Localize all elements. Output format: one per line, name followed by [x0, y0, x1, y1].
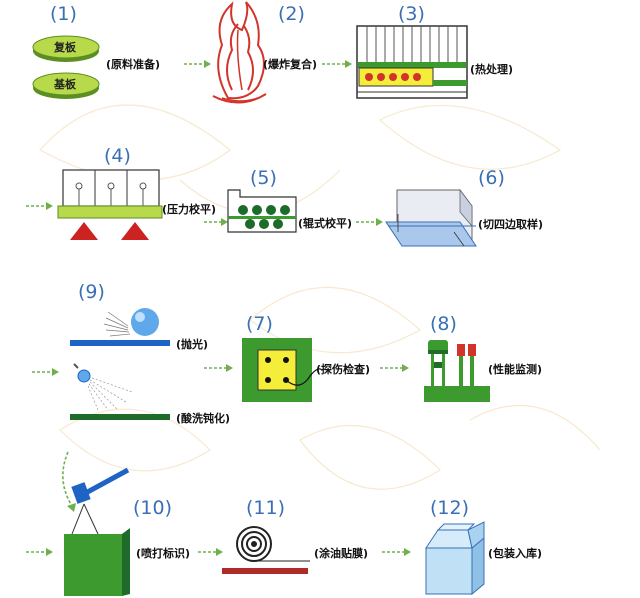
step-3-heat-treatment: (3) (热处理)	[356, 3, 513, 99]
step-12-label: (包装入库)	[488, 546, 542, 560]
step-11-label: (涂油贴膜)	[314, 546, 368, 560]
step-9-number: (9)	[78, 281, 105, 303]
step-6-number: (6)	[478, 167, 505, 189]
step-7-number: (7)	[246, 313, 273, 335]
step-5-label: (辊式校平)	[298, 216, 352, 230]
step-12-number: (12)	[430, 497, 469, 519]
clad-plate-label: 复板	[53, 40, 77, 54]
arrow-9-7	[204, 364, 233, 372]
step-1-number: (1)	[50, 3, 77, 25]
step-3-number: (3)	[398, 3, 425, 25]
step-10-marking: (10) (喷打标识)	[64, 467, 190, 596]
arrow-1-2	[184, 60, 211, 68]
arrow-into-4	[26, 202, 53, 210]
background-watermark	[39, 104, 601, 490]
arrow-10-11	[198, 548, 223, 556]
step-2-label: (爆炸复合)	[263, 57, 317, 71]
step-8-performance-test: (8) (性能监测)	[424, 313, 542, 402]
roller-leveler-icon	[227, 189, 297, 233]
step-6-edge-cutting: (6) (切四边取样)	[385, 167, 543, 247]
arrow-5-6	[356, 218, 383, 226]
step-9-polish-pickle: (9) (抛光) (酸洗	[70, 281, 230, 425]
step-8-number: (8)	[430, 313, 457, 335]
step-9-pickle-label: (酸洗钝化)	[176, 411, 230, 425]
step-11-oil-film: (11) (涂油贴膜)	[222, 497, 368, 574]
marking-machine-icon	[64, 467, 130, 596]
arrow-7-8	[380, 364, 409, 372]
step-10-number: (10)	[133, 497, 172, 519]
step-4-number: (4)	[104, 145, 131, 167]
step-7-flaw-detection: (7) (探伤检查)	[242, 313, 370, 402]
step-1-material-prep: (1) 复板 基板 (原料准备)	[32, 3, 160, 99]
step-5-number: (5)	[250, 167, 277, 189]
step-9-polish-label: (抛光)	[176, 337, 208, 351]
ultrasonic-test-icon	[242, 338, 323, 402]
press-icon	[57, 169, 163, 240]
cut-plate-icon	[385, 188, 477, 247]
pickling-icon	[70, 363, 170, 420]
step-8-label: (性能监测)	[488, 362, 542, 376]
polishing-icon	[70, 308, 170, 346]
box-icon	[425, 521, 485, 596]
step-1-label: (原料准备)	[106, 57, 160, 71]
arrow-2-3	[322, 60, 352, 68]
base-plate-label: 基板	[53, 77, 77, 91]
step-4-press-leveling: (4) (压力校平)	[57, 145, 216, 240]
step-6-label: (切四边取样)	[478, 217, 543, 231]
arrow-9-10-curved	[62, 451, 76, 512]
step-10-label: (喷打标识)	[136, 546, 190, 560]
testing-machine-icon	[424, 340, 490, 402]
arrow-into-10	[26, 548, 53, 556]
step-11-number: (11)	[246, 497, 285, 519]
step-5-roller-leveling: (5) (辊式校平)	[227, 167, 352, 233]
film-roll-icon	[222, 526, 310, 574]
arrow-into-9	[32, 368, 59, 376]
arrow-4-5	[204, 218, 228, 226]
step-2-explosive-bonding: (2) (爆炸复合)	[212, 1, 317, 104]
step-12-packaging: (12) (包装入库)	[425, 497, 542, 596]
explosion-icon	[212, 1, 267, 104]
step-3-label: (热处理)	[470, 62, 513, 76]
base-plate-disc: 基板	[32, 72, 100, 99]
clad-plate-disc: 复板	[32, 35, 100, 62]
arrow-11-12	[382, 548, 411, 556]
step-7-label: (探伤检查)	[316, 362, 370, 376]
furnace-icon	[356, 25, 468, 99]
step-2-number: (2)	[278, 3, 305, 25]
step-4-label: (压力校平)	[162, 202, 216, 216]
